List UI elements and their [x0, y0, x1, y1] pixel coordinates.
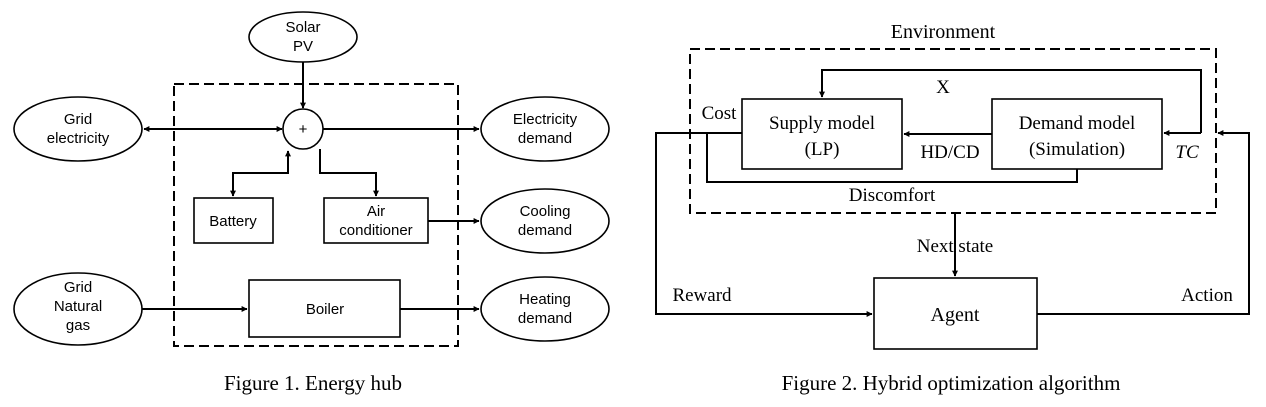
discomfort-loop-line — [706, 133, 1078, 183]
agent-label: Agent — [931, 304, 980, 326]
hdcd-label: HD/CD — [920, 142, 979, 163]
boiler-label: Boiler — [306, 301, 344, 318]
electricity-demand-label-line1: Electricity — [513, 111, 578, 128]
hub-to-air-conditioner-arrow — [319, 149, 379, 197]
discomfort-label: Discomfort — [849, 185, 936, 206]
electricity-demand-label-line2: demand — [518, 130, 572, 147]
grid-gas-label-line3: gas — [66, 317, 90, 334]
figure2-hybrid-optimization: Environment Supply model (LP) Demand mod… — [655, 21, 1250, 395]
hub-boundary-box — [173, 83, 459, 347]
solar-pv-label-line2: PV — [293, 38, 313, 55]
x-label: X — [936, 77, 950, 98]
grid-electricity-node — [13, 96, 143, 162]
environment-label: Environment — [891, 21, 996, 43]
supply-model-label-line1: Supply model — [769, 113, 875, 134]
air-conditioner-node — [323, 197, 429, 244]
heating-demand-label-line2: demand — [518, 310, 572, 327]
reward-arrow — [655, 132, 873, 317]
grid-electricity-label-line2: electricity — [47, 130, 110, 147]
demand-model-label-line2: (Simulation) — [1029, 139, 1125, 160]
supply-model-label-line2: (LP) — [805, 139, 840, 160]
action-arrow — [1037, 130, 1250, 315]
heating-demand-node — [480, 276, 610, 342]
action-label: Action — [1181, 285, 1233, 306]
cooling-demand-node — [480, 188, 610, 254]
electricity-demand-node — [480, 96, 610, 162]
cost-label: Cost — [702, 103, 738, 124]
figure1-energy-hub: Solar PV + Grid electricity Electricity … — [13, 11, 610, 395]
tc-label: TC — [1175, 142, 1199, 163]
grid-gas-label-line2: Natural — [54, 298, 102, 315]
battery-label: Battery — [209, 213, 257, 230]
demand-model-label-line1: Demand model — [1019, 113, 1136, 134]
hub-plus-symbol: + — [299, 121, 308, 138]
boiler-node — [248, 279, 401, 338]
next-state-label: Next state — [917, 236, 994, 257]
cooling-demand-label-line1: Cooling — [520, 203, 571, 220]
battery-hub-bidirectional-arrow — [230, 150, 291, 197]
battery-node — [193, 197, 274, 244]
grid-gas-label-line1: Grid — [64, 279, 92, 296]
figure1-caption: Figure 1. Energy hub — [224, 371, 402, 395]
heating-demand-label-line1: Heating — [519, 291, 571, 308]
reward-label: Reward — [672, 285, 732, 306]
air-conditioner-label-line2: conditioner — [339, 222, 412, 239]
air-conditioner-label-line1: Air — [367, 203, 385, 220]
solar-pv-label-line1: Solar — [285, 19, 320, 36]
figure2-caption: Figure 2. Hybrid optimization algorithm — [782, 371, 1121, 395]
x-feedback-arrow — [819, 69, 1202, 133]
cooling-demand-label-line2: demand — [518, 222, 572, 239]
environment-boundary-box — [689, 48, 1217, 214]
grid-electricity-label-line1: Grid — [64, 111, 92, 128]
